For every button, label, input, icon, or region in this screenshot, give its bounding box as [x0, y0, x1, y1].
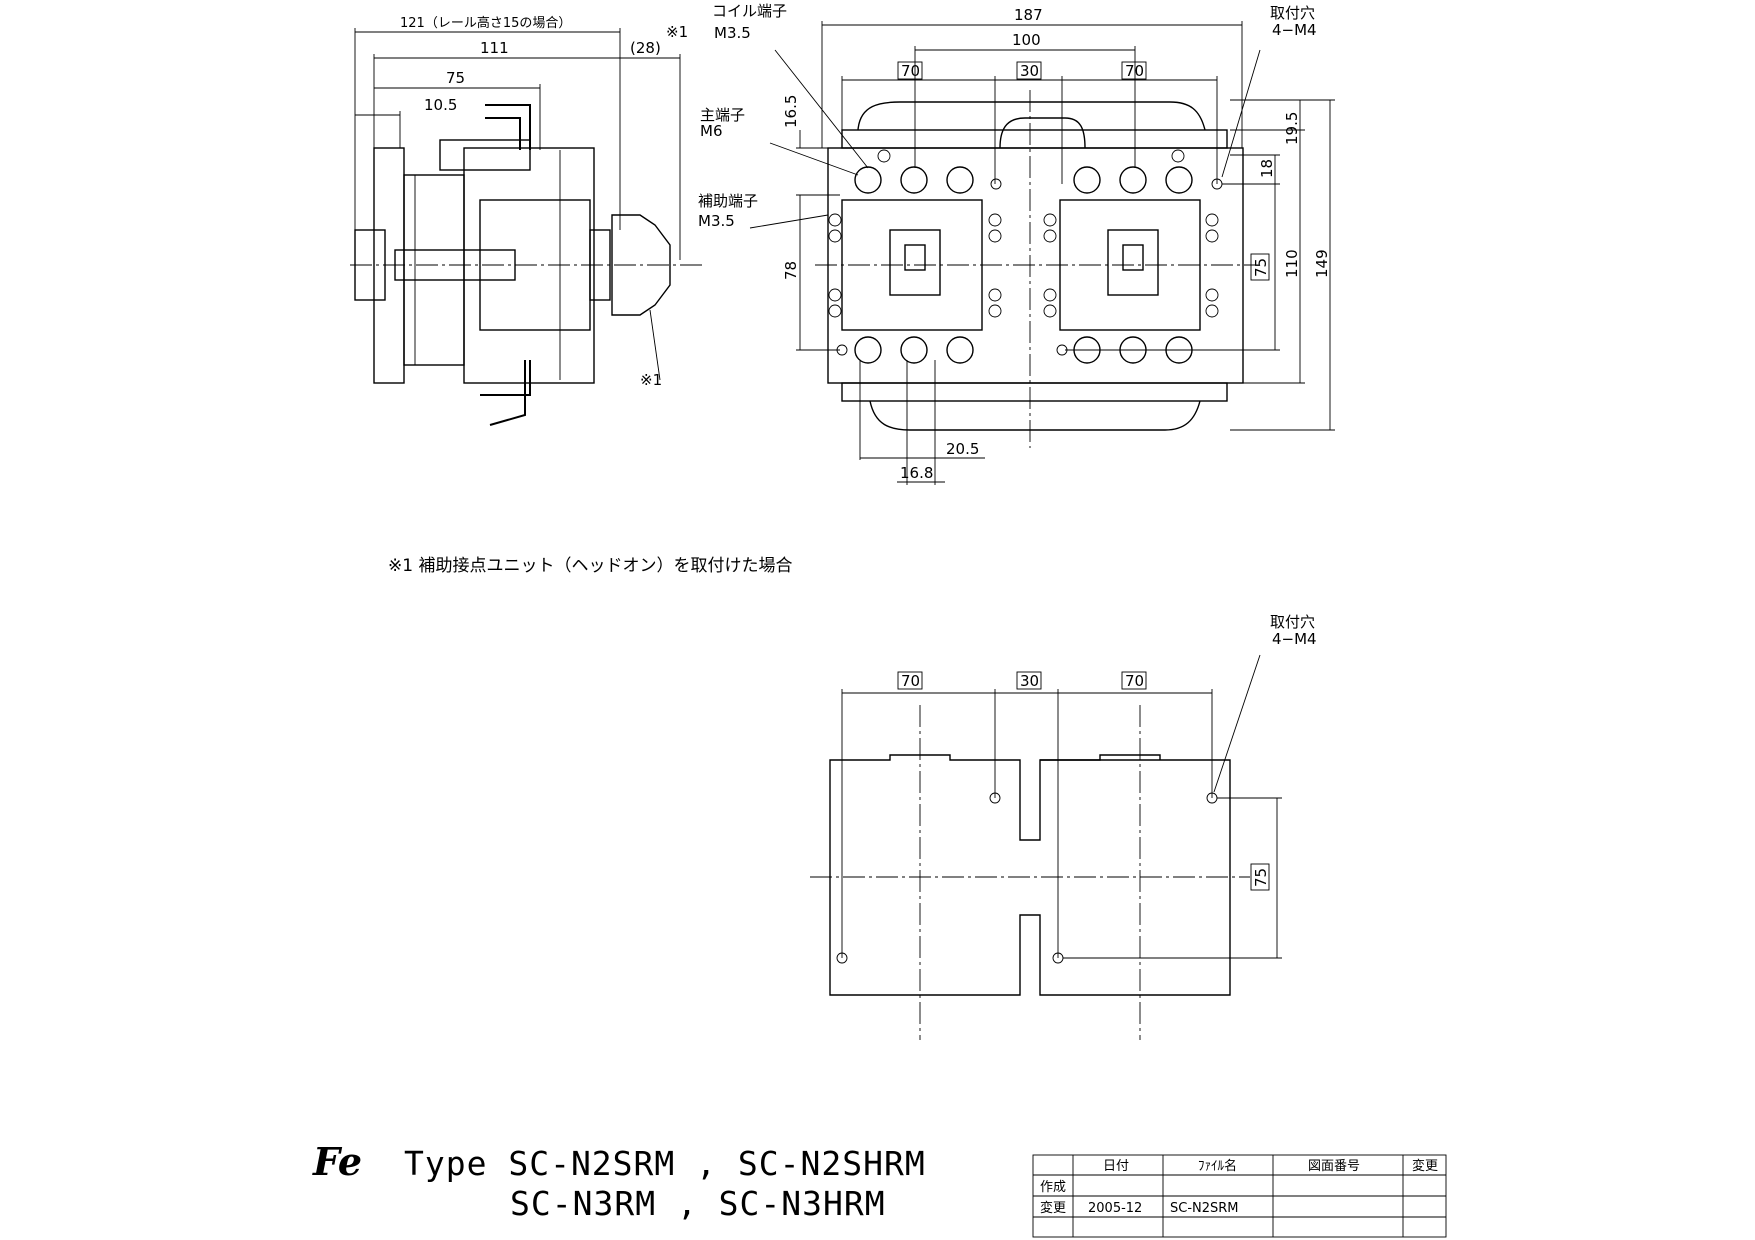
mount-view: 取付穴 4−M4 70 30 70 75 [810, 613, 1317, 1040]
tb-header-change: 変更 [1412, 1158, 1438, 1174]
main-terminal-size: M6 [700, 122, 723, 140]
dim-19-5: 19.5 [1283, 112, 1301, 145]
dim-75: 75 [1252, 258, 1270, 277]
type-line-1: Type SC-N2SRM , SC-N2SHRM [404, 1144, 926, 1183]
dim-70-right: 70 [1125, 62, 1144, 80]
dim-16-8: 16.8 [900, 464, 933, 482]
coil-terminal-label: コイル端子 [712, 2, 787, 20]
mount-plate-outline [829, 754, 1231, 996]
dim-28: (28) [630, 39, 661, 57]
dim-110: 110 [1283, 249, 1301, 278]
tb-header-file: ﾌｧｲﾙ名 [1198, 1158, 1237, 1174]
footnote: ※1 補助接点ユニット（ヘッドオン）を取付けた場合 [388, 556, 792, 576]
aux-terminal-screws [828, 149, 1219, 318]
mount-view-dimensions [841, 654, 1282, 959]
mount-holes [836, 792, 1218, 964]
dim-149: 149 [1313, 249, 1331, 278]
coil-terminal-size: M3.5 [714, 24, 751, 42]
mount-view-hole-label: 取付穴 [1270, 613, 1315, 631]
side-view-dimensions [354, 28, 681, 381]
title-area: Fe Type SC-N2SRM , SC-N2SHRM SC-N3RM , S… [312, 1139, 926, 1223]
tb-row2-label: 変更 [1040, 1200, 1066, 1216]
front-view-dimensions [749, 21, 1335, 485]
tb-row1-label: 作成 [1040, 1180, 1066, 1195]
dim-187: 187 [1014, 6, 1043, 24]
aux-terminal-size: M3.5 [698, 212, 735, 230]
dim-111: 111 [480, 39, 509, 57]
dim-121-rail15: 121（レール高さ15の場合） [400, 15, 571, 31]
mount-hole-label: 取付穴 [1270, 4, 1315, 22]
mount-dim-75: 75 [1252, 868, 1270, 887]
type-line-2: SC-N3RM , SC-N3HRM [510, 1184, 886, 1223]
dim-18: 18 [1258, 159, 1276, 178]
title-block-table: 日付 ﾌｧｲﾙ名 図面番号 変更 作成 変更 2005-12 SC-N2SRM [1032, 1154, 1447, 1238]
mount-dim-70-right: 70 [1125, 672, 1144, 690]
note-mark-bottom: ※1 [640, 371, 662, 389]
dim-75: 75 [446, 69, 465, 87]
dim-78: 78 [782, 261, 800, 280]
side-view-body [350, 104, 705, 426]
dim-16-5: 16.5 [782, 95, 800, 128]
tb-row2-file: SC-N2SRM [1170, 1201, 1239, 1216]
mount-dim-70-left: 70 [901, 672, 920, 690]
dim-70-left: 70 [901, 62, 920, 80]
front-view: コイル端子 M3.5 主端子 M6 補助端子 M3.5 取付穴 4−M4 187… [698, 2, 1335, 485]
mount-dim-30: 30 [1020, 672, 1039, 690]
dim-20-5: 20.5 [946, 440, 979, 458]
tb-row2-date: 2005-12 [1088, 1201, 1142, 1216]
mount-hole-spec: 4−M4 [1272, 21, 1317, 39]
main-terminal-label: 主端子 [700, 106, 745, 124]
fe-logo: Fe [312, 1139, 362, 1184]
dim-100: 100 [1012, 31, 1041, 49]
side-view: 121（レール高さ15の場合） 111 75 10.5 (28) ※1 ※1 [350, 15, 705, 426]
mount-view-hole-spec: 4−M4 [1272, 630, 1317, 648]
dim-30: 30 [1020, 62, 1039, 80]
dim-10-5: 10.5 [424, 96, 457, 114]
aux-terminal-label: 補助端子 [698, 192, 758, 210]
tb-header-date: 日付 [1103, 1159, 1129, 1174]
tb-header-drawing-no: 図面番号 [1308, 1159, 1360, 1174]
note-mark-top: ※1 [666, 23, 688, 41]
